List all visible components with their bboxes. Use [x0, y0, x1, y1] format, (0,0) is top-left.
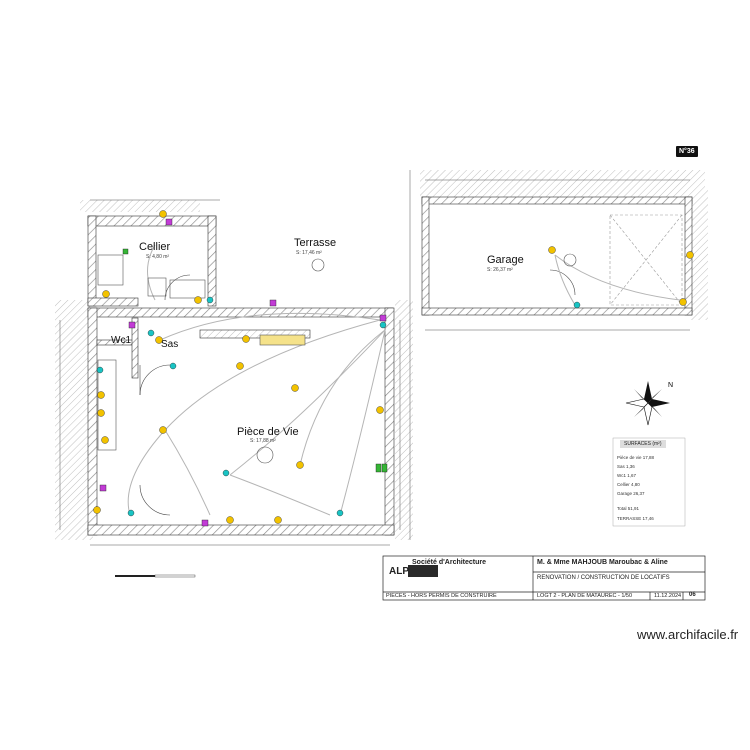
dimension-lines — [59, 170, 690, 546]
title-block-project: RENOVATION / CONSTRUCTION DE LOCATIFS — [537, 575, 670, 581]
legend-row: Garage 26,37 — [617, 491, 645, 496]
site-hatching — [55, 170, 708, 540]
legend-row: Sas 1,36 — [617, 464, 635, 469]
title-block-footer-left: PIECES - HORS PERMIS DE CONSTRUIRE — [386, 593, 497, 599]
title-block-date: 11.12.2024 — [654, 593, 682, 599]
switch-symbols — [99, 218, 387, 527]
fixtures — [97, 253, 577, 464]
room-area-terrasse: S: 17,46 m² — [296, 250, 322, 256]
room-area-piece-de-vie: S: 17,88 m² — [250, 438, 276, 444]
room-name-terrasse: Terrasse — [294, 237, 337, 249]
room-name-cellier: Cellier — [139, 241, 171, 253]
room-name-wc: Wc1 — [111, 335, 131, 346]
legend-title: SURFACES (m²) — [620, 440, 666, 448]
door-swings — [139, 269, 576, 516]
garage-parking-marks — [609, 214, 683, 306]
cellier-walls — [87, 215, 217, 307]
title-block-sheet: 06 — [689, 592, 696, 598]
legend-row: Total 51,91 — [617, 506, 640, 511]
legend-row: TERRASSE 17,46 — [617, 516, 654, 521]
title-block-company: Société d'Architecture — [412, 559, 487, 566]
room-area-garage: S: 26,37 m² — [487, 267, 513, 273]
legend-row: Wc1 1,67 — [617, 473, 637, 478]
title-block-logo: ALP — [389, 566, 409, 577]
svg-text:N: N — [668, 382, 673, 389]
light-symbols — [96, 296, 581, 517]
surface-table — [612, 437, 686, 527]
room-name-piece-de-vie: Pièce de Vie — [237, 426, 299, 438]
house-walls — [87, 307, 395, 536]
legend-row: Pièce de vie 17,88 — [617, 455, 655, 460]
compass-icon: N — [625, 381, 673, 426]
title-block-client: M. & Mme MAHJOUB Maroubac & Aline — [537, 559, 668, 566]
legend-row: Cellier 4,80 — [617, 482, 640, 487]
wiring-lines — [127, 244, 681, 516]
sheet-number-badge: N°36 — [676, 146, 698, 157]
outlet-symbols — [93, 210, 694, 524]
room-name-garage: Garage — [487, 254, 524, 266]
green-symbols — [122, 248, 388, 473]
title-block-frame — [382, 555, 706, 601]
watermark-link[interactable]: www.archifacile.fr — [637, 627, 739, 642]
room-name-sas: Sas — [161, 339, 179, 350]
room-area-cellier: S: 4,80 m² — [146, 254, 170, 260]
scale-bar — [115, 574, 196, 578]
title-block-footer-mid: LOGT 2 - PLAN DE MATAUREC - 1/50 — [537, 593, 633, 599]
